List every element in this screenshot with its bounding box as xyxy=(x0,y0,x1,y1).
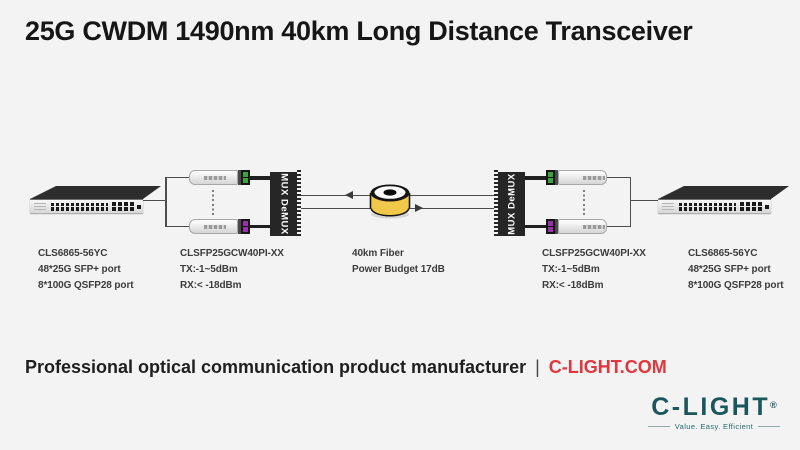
right-switch-label: CLS6865-56YC 48*25G SFP+ port 8*100G QSF… xyxy=(688,246,784,294)
fiber-spool xyxy=(369,184,411,219)
fiber-direction-arrow-right xyxy=(415,204,423,212)
left-switch-illustration xyxy=(30,186,165,213)
device-model: 40km Fiber xyxy=(352,248,404,259)
device-detail: 48*25G SFP+ port xyxy=(38,264,121,275)
left-switch-label: CLS6865-56YC 48*25G SFP+ port 8*100G QSF… xyxy=(38,246,134,294)
sfp-lc-connector-green xyxy=(546,170,555,185)
footer-separator: | xyxy=(535,357,540,377)
device-detail: 8*100G QSFP28 port xyxy=(688,280,784,291)
sfp-label-sticker xyxy=(583,224,605,229)
sfp-end-cap xyxy=(238,219,241,234)
patch-cord xyxy=(525,176,547,180)
mux-demux-label: MUX DeMUX xyxy=(278,173,289,235)
patch-cord xyxy=(525,224,547,228)
device-detail: TX:-1~5dBm xyxy=(542,264,600,275)
ellipsis-more-modules xyxy=(212,190,214,216)
device-model: CLS6865-56YC xyxy=(38,248,108,259)
device-detail: RX:< -18dBm xyxy=(180,280,242,291)
switch-top-face xyxy=(30,186,161,199)
connection-line xyxy=(607,225,631,228)
patch-cord xyxy=(249,176,271,180)
switch-logo-mark xyxy=(34,203,46,210)
connection-line xyxy=(629,177,631,227)
switch-front-face xyxy=(30,199,143,213)
switch-uplink-port-row xyxy=(740,202,762,206)
mux-port-comb xyxy=(494,170,498,238)
connection-line xyxy=(165,177,167,227)
sfp-label-sticker xyxy=(204,175,226,180)
sfp-lc-connector-purple xyxy=(241,219,250,234)
device-detail: 8*100G QSFP28 port xyxy=(38,280,134,291)
switch-uplink-port-row xyxy=(740,207,762,211)
sfp-body xyxy=(558,170,607,185)
sfp-label-sticker xyxy=(204,224,226,229)
switch-top-face xyxy=(658,186,789,199)
switch-mgmt-port xyxy=(765,204,769,209)
patch-cord xyxy=(249,224,271,228)
ellipsis-more-modules xyxy=(583,190,585,216)
sfp-label-sticker xyxy=(583,175,605,180)
logo-slogan: Value. Easy. Efficient xyxy=(674,422,754,431)
switch-front-face xyxy=(658,199,771,213)
connection-line xyxy=(143,199,166,202)
device-detail: 48*25G SFP+ port xyxy=(688,264,771,275)
sfp-end-cap xyxy=(555,219,558,234)
device-model: CLS6865-56YC xyxy=(688,248,758,259)
left-module-label: CLSFP25GCW40PI-XX TX:-1~5dBm RX:< -18dBm xyxy=(180,246,284,294)
connection-line xyxy=(165,176,190,179)
sfp-end-cap xyxy=(238,170,241,185)
device-detail: Power Budget 17dB xyxy=(352,264,445,275)
spool-side-edges xyxy=(369,193,411,209)
connection-line xyxy=(607,176,631,179)
fiber-label: 40km Fiber Power Budget 17dB xyxy=(352,246,445,278)
logo-brand-text: C-LIGHT xyxy=(651,393,771,421)
sfp-end-cap xyxy=(555,170,558,185)
page-title: 25G CWDM 1490nm 40km Long Distance Trans… xyxy=(25,16,693,46)
right-module-label: CLSFP25GCW40PI-XX TX:-1~5dBm RX:< -18dBm xyxy=(542,246,646,294)
connection-line xyxy=(165,225,190,228)
spool-center-hole xyxy=(383,189,397,196)
sfp-module xyxy=(546,170,607,185)
slogan-divider-right xyxy=(758,426,781,427)
sfp-module xyxy=(189,219,250,234)
switch-port-row xyxy=(51,202,108,206)
sfp-module xyxy=(189,170,250,185)
device-model: CLSFP25GCW40PI-XX xyxy=(180,248,284,259)
switch-port-row xyxy=(679,202,736,206)
switch-uplink-port-row xyxy=(112,207,134,211)
fiber-direction-arrow-left xyxy=(345,191,353,199)
slogan-divider-left xyxy=(647,426,670,427)
connection-line xyxy=(630,199,659,202)
right-switch-illustration xyxy=(658,186,793,213)
sfp-lc-connector-green xyxy=(241,170,250,185)
sfp-lc-connector-purple xyxy=(546,219,555,234)
footer-tagline: Professional optical communication produ… xyxy=(25,357,527,377)
company-logo: C-LIGHT® Value. Easy. Efficient xyxy=(628,394,800,431)
switch-logo-mark xyxy=(662,203,674,210)
sfp-body xyxy=(558,219,607,234)
mux-port-comb xyxy=(297,170,301,238)
mux-demux-label: MUX DeMUX xyxy=(506,173,517,235)
switch-port-row xyxy=(51,207,108,211)
device-detail: RX:< -18dBm xyxy=(542,280,604,291)
spool-fiber-band-front xyxy=(372,201,408,215)
website-link[interactable]: C-LIGHT.COM xyxy=(548,357,667,377)
mux-demux-left: MUX DeMUX xyxy=(270,172,297,236)
switch-port-row xyxy=(679,207,736,211)
sfp-module xyxy=(546,219,607,234)
device-model: CLSFP25GCW40PI-XX xyxy=(542,248,646,259)
sfp-body xyxy=(189,170,238,185)
logo-slogan-row: Value. Easy. Efficient xyxy=(628,422,800,431)
mux-demux-right: MUX DeMUX xyxy=(498,172,525,236)
footer-tagline-row: Professional optical communication produ… xyxy=(25,357,667,378)
logo-wordmark: C-LIGHT® xyxy=(628,394,800,420)
switch-mgmt-port xyxy=(137,204,141,209)
switch-uplink-port-row xyxy=(112,202,134,206)
sfp-body xyxy=(189,219,238,234)
device-detail: TX:-1~5dBm xyxy=(180,264,238,275)
registered-trademark-symbol: ® xyxy=(770,400,777,410)
